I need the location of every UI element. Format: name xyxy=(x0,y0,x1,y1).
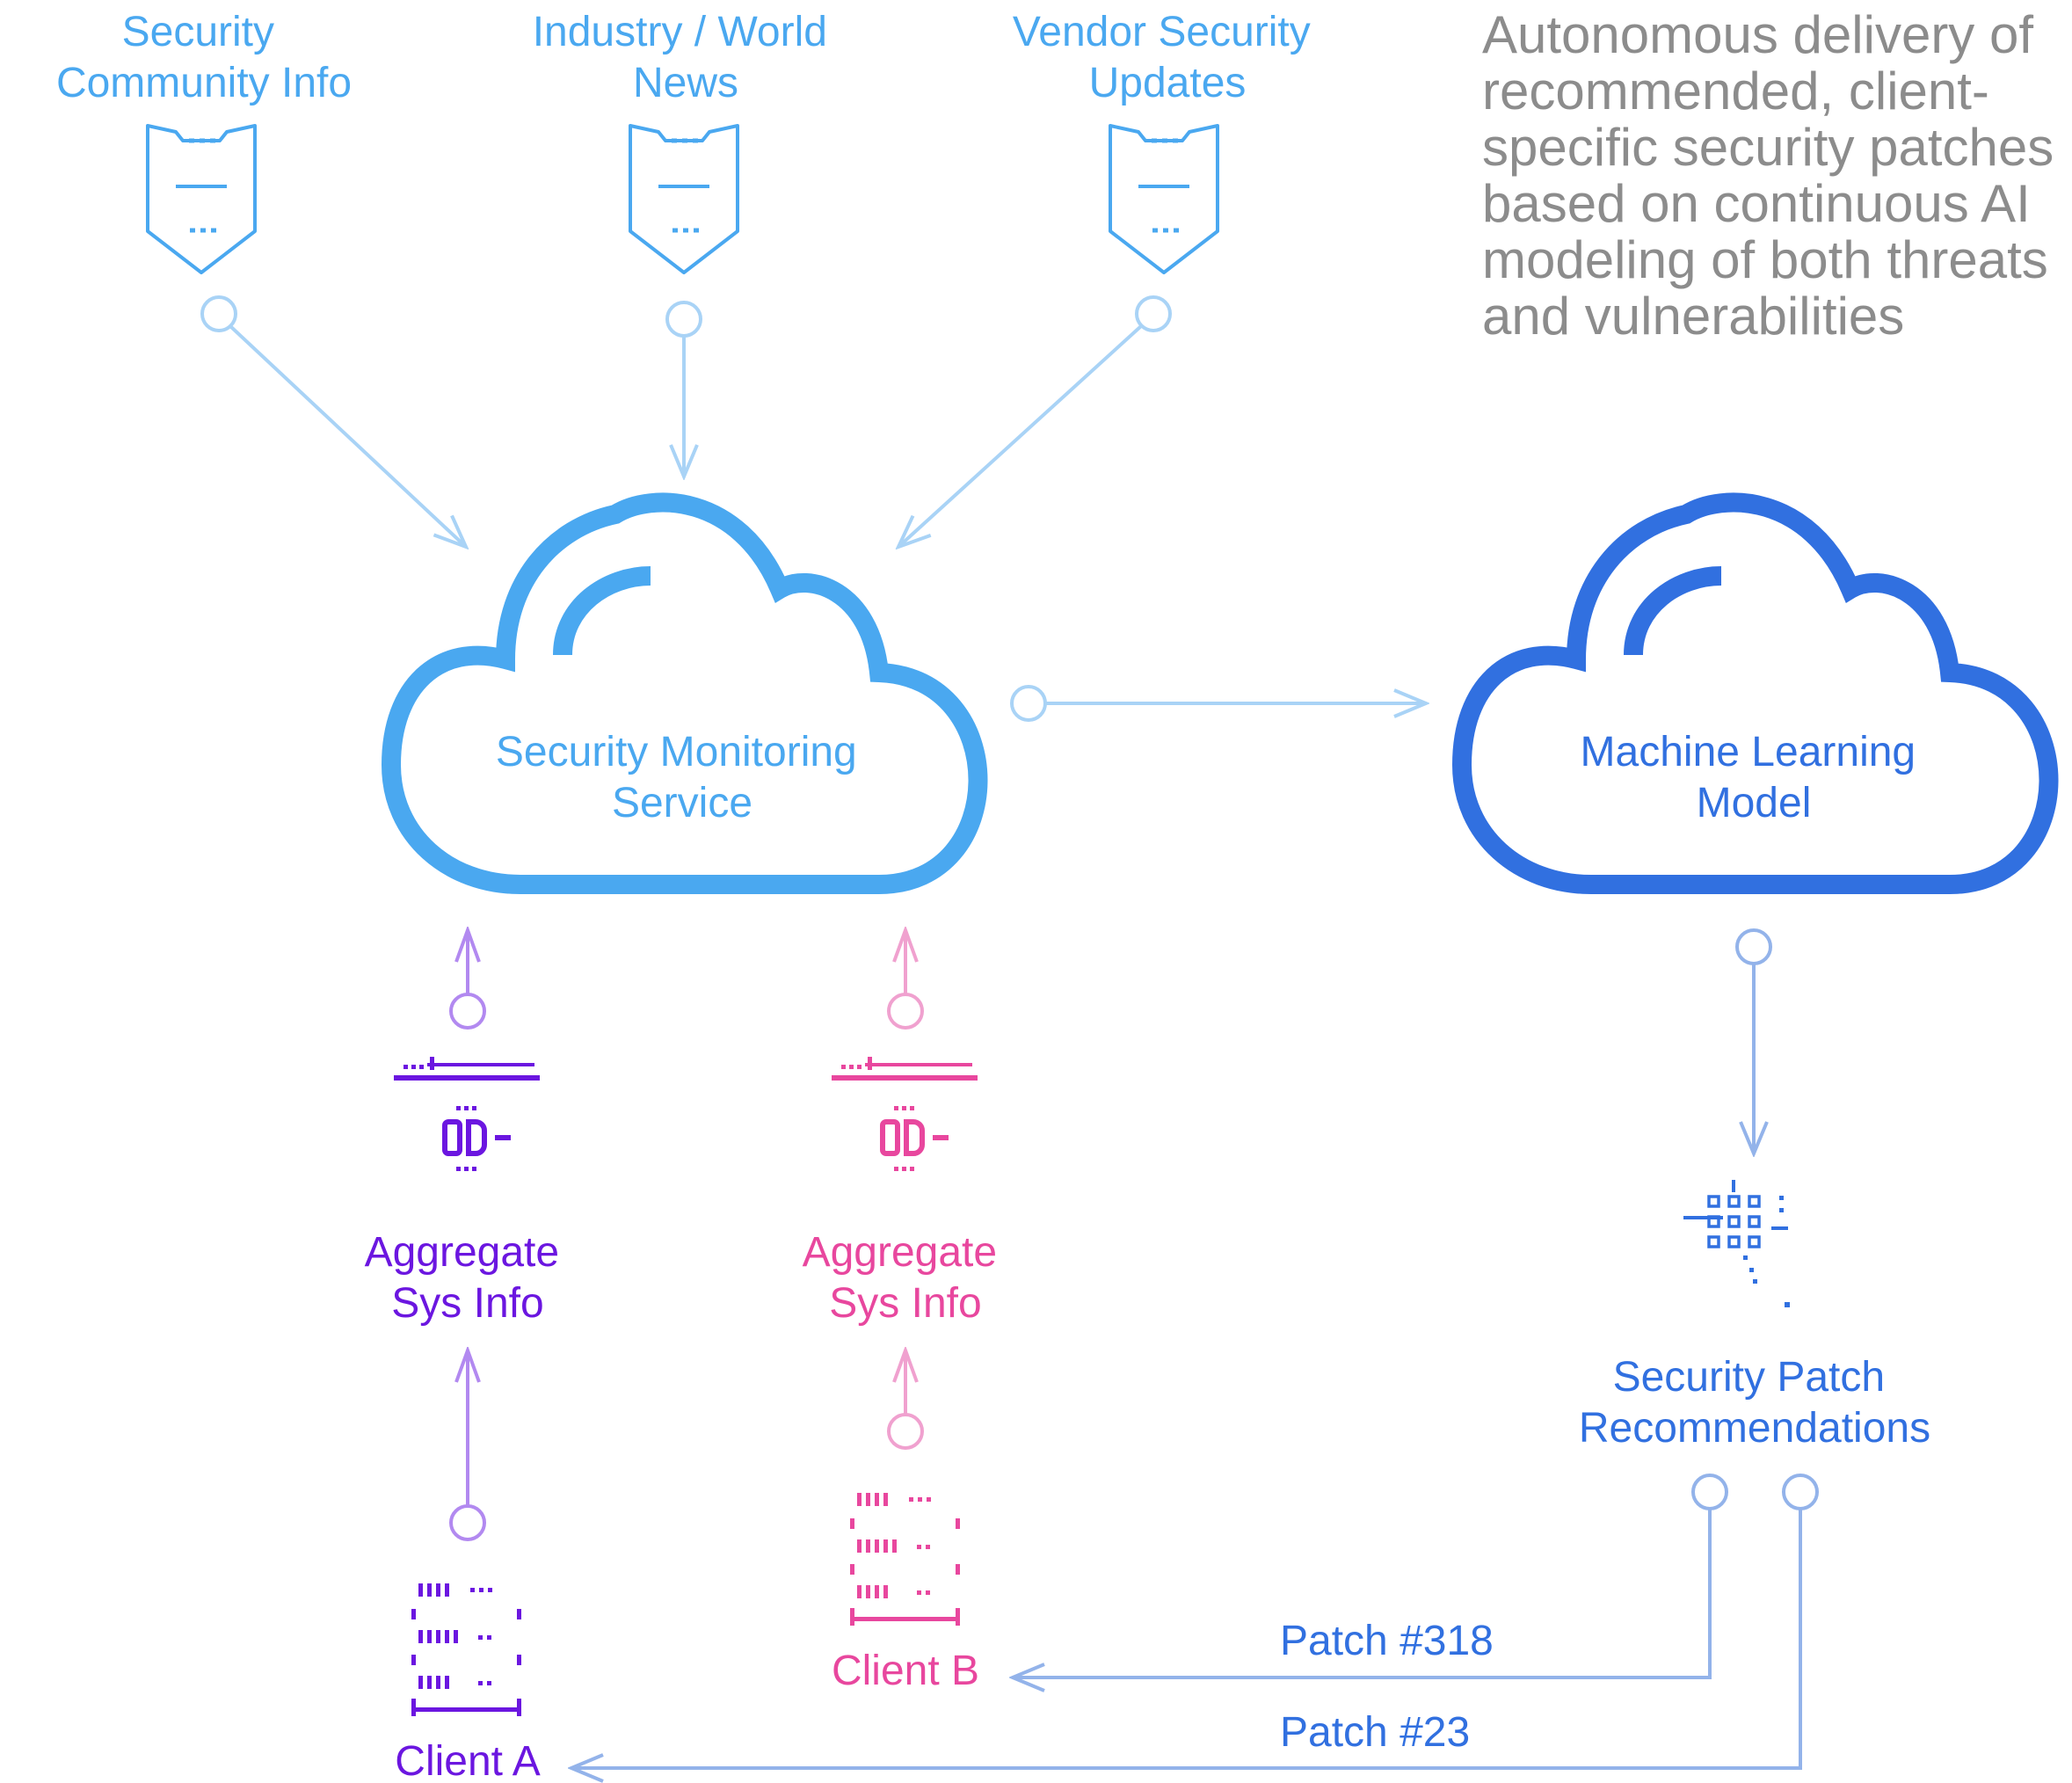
aggregate-a-line1: Aggregate xyxy=(365,1229,560,1276)
community-connector-node xyxy=(200,295,237,332)
patch-318-node xyxy=(1691,1474,1728,1510)
source-label-vendor: Vendor Security Updates xyxy=(1013,9,1322,106)
source-label-community: Security Community Info xyxy=(56,9,352,106)
client-b-label: Client B xyxy=(832,1648,979,1694)
client-b-server-icon xyxy=(850,1493,960,1626)
news-connector-node xyxy=(665,301,702,338)
source-news-line2: News xyxy=(633,60,738,106)
client-b-node xyxy=(887,1413,924,1450)
source-vendor-line1: Vendor Security xyxy=(1013,9,1311,55)
aggregate-a-od-glyph xyxy=(442,1119,511,1156)
community-shield-icon xyxy=(146,124,257,274)
vendor-shield-icon xyxy=(1109,124,1219,274)
aggregate-a-node xyxy=(449,993,486,1030)
patch-23-label: Patch #23 xyxy=(1280,1709,1470,1756)
ml-line1: Machine Learning xyxy=(1581,729,1916,775)
aggregate-b-chip-icon xyxy=(832,1057,978,1171)
source-label-news: Industry / World News xyxy=(533,9,840,106)
aggregate-b-label: Aggregate Sys Info xyxy=(803,1229,1009,1327)
news-shield-icon xyxy=(629,124,739,274)
source-vendor-line2: Updates xyxy=(1089,60,1247,106)
ml-line2: Model xyxy=(1697,780,1812,826)
aggregate-a-chip-icon xyxy=(394,1057,540,1171)
source-news-line1: Industry / World xyxy=(533,9,827,55)
client-a-server-icon xyxy=(411,1583,521,1716)
recommendations-line2: Recommendations xyxy=(1579,1405,1930,1452)
source-community-line1: Security xyxy=(122,9,274,55)
patch-318-label: Patch #318 xyxy=(1280,1618,1494,1664)
community-arrow xyxy=(229,324,466,547)
source-community-line2: Community Info xyxy=(56,60,352,106)
client-a-node xyxy=(449,1504,486,1541)
description-text: Autonomous delivery of recommended, clie… xyxy=(1482,5,2054,346)
aggregate-b-od-glyph xyxy=(880,1119,949,1156)
aggregate-b-node xyxy=(887,993,924,1030)
recommendations-cluster-icon xyxy=(1683,1180,1790,1307)
client-a-label: Client A xyxy=(395,1738,540,1783)
monitoring-label: Security Monitoring Service xyxy=(496,729,869,826)
monitoring-line2: Service xyxy=(612,780,752,826)
aggregate-b-line1: Aggregate xyxy=(803,1229,998,1276)
aggregate-b-line2: Sys Info xyxy=(829,1280,981,1327)
aggregate-a-line2: Sys Info xyxy=(391,1280,543,1327)
vendor-arrow xyxy=(898,324,1143,547)
recommendations-label: Security Patch Recommendations xyxy=(1579,1354,1930,1452)
patch-318-arrow xyxy=(1013,1509,1712,1677)
vendor-connector-node xyxy=(1135,295,1172,332)
recommendations-line1: Security Patch xyxy=(1613,1354,1885,1401)
monitoring-to-ml-node xyxy=(1010,685,1047,722)
patch-23-arrow xyxy=(571,1509,1802,1768)
ml-to-recommendations-node xyxy=(1735,928,1772,965)
monitoring-line1: Security Monitoring xyxy=(496,729,857,775)
patch-23-node xyxy=(1782,1474,1819,1510)
ml-cloud-icon xyxy=(1451,492,2059,894)
aggregate-a-label: Aggregate Sys Info xyxy=(365,1229,571,1327)
ml-label: Machine Learning Model xyxy=(1581,729,1928,826)
monitoring-cloud-icon xyxy=(381,492,988,894)
